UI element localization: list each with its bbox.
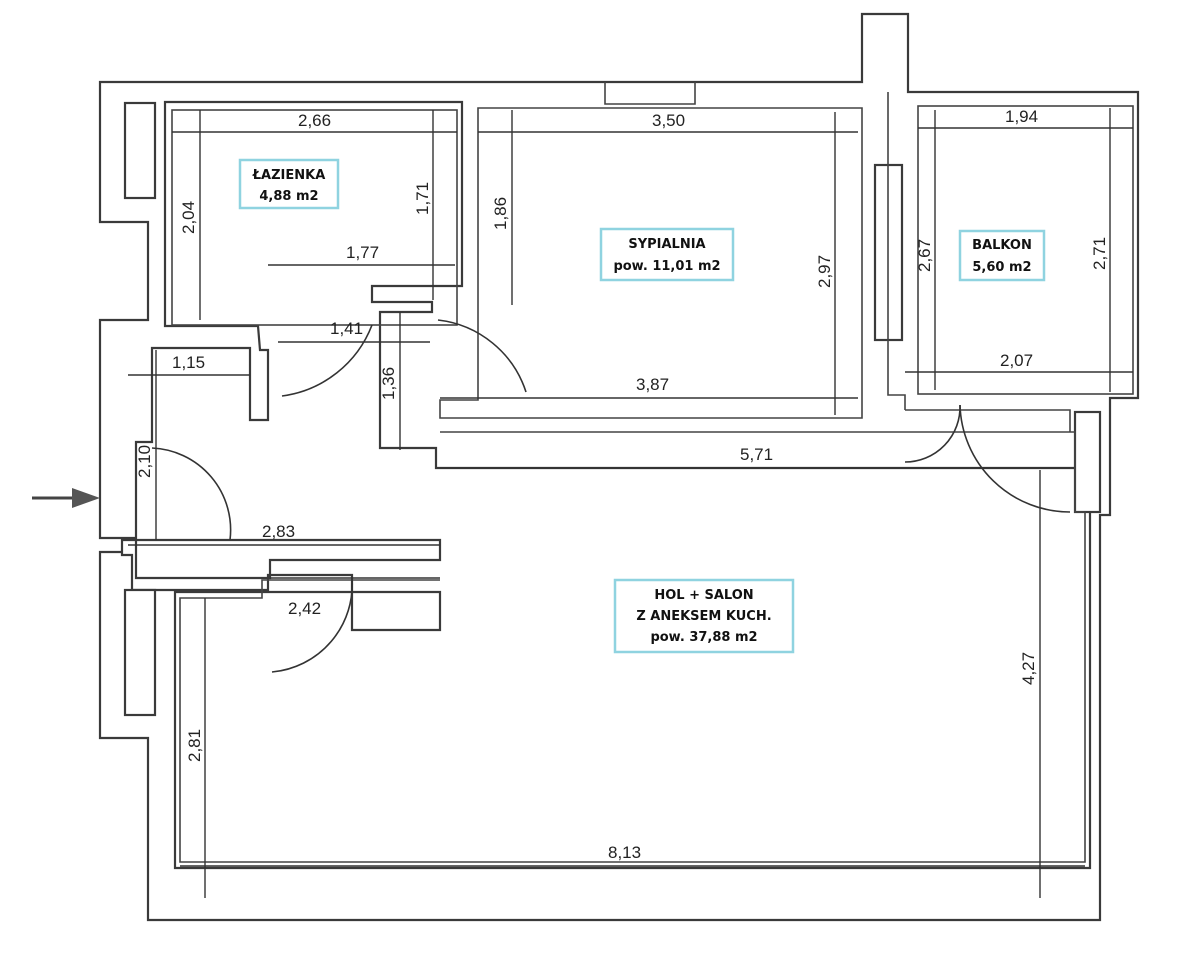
dim-hall-top: 1,15 bbox=[172, 353, 205, 372]
dim-living-right: 4,27 bbox=[1019, 652, 1038, 685]
bedroom-area: pow. 11,01 m2 bbox=[613, 259, 720, 274]
dim-closet: 2,42 bbox=[288, 599, 321, 618]
dimension-lines bbox=[128, 108, 1133, 898]
entrance-arrow-icon bbox=[32, 488, 100, 508]
dim-bath-inner: 1,77 bbox=[346, 243, 379, 262]
dim-bed-bottom: 3,87 bbox=[636, 375, 669, 394]
dim-bed-width: 3,50 bbox=[652, 111, 685, 130]
dim-living-left: 2,81 bbox=[185, 729, 204, 762]
dim-bed-right: 2,97 bbox=[815, 255, 834, 288]
dim-entry: 2,10 bbox=[135, 445, 154, 478]
dim-living-top: 5,71 bbox=[740, 445, 773, 464]
closet-door bbox=[271, 577, 354, 673]
room-label-bedroom: SYPIALNIA pow. 11,01 m2 bbox=[599, 227, 735, 282]
dim-bed-left: 1,86 bbox=[491, 197, 510, 230]
dim-hall-width: 2,83 bbox=[262, 522, 295, 541]
room-label-living: HOL + SALON Z ANEKSEM KUCH. pow. 37,88 m… bbox=[613, 578, 795, 654]
dim-door-gap: 1,41 bbox=[330, 319, 363, 338]
dim-corridor: 1,36 bbox=[379, 367, 398, 400]
balcony-name: BALKON bbox=[972, 238, 1032, 253]
bathroom-name: ŁAZIENKA bbox=[252, 168, 326, 183]
room-label-balcony: BALKON 5,60 m2 bbox=[958, 229, 1046, 282]
dim-bath-height: 2,04 bbox=[179, 201, 198, 234]
living-line2: Z ANEKSEM KUCH. bbox=[636, 609, 771, 624]
doors bbox=[151, 319, 1071, 673]
dim-living-bottom: 8,13 bbox=[608, 843, 641, 862]
balcony-area: 5,60 m2 bbox=[972, 260, 1031, 275]
bedroom-door bbox=[437, 319, 527, 393]
dimension-labels: 2,66 2,04 1,71 1,77 1,41 3,50 1,86 2,97 … bbox=[135, 107, 1109, 862]
dim-balc-bottom: 2,07 bbox=[1000, 351, 1033, 370]
dim-bath-right: 1,71 bbox=[413, 182, 432, 215]
living-line1: HOL + SALON bbox=[654, 588, 753, 603]
balcony-door-2 bbox=[959, 404, 1071, 513]
outer-walls bbox=[98, 12, 1140, 922]
entrance-door bbox=[151, 447, 232, 541]
bathroom-area: 4,88 m2 bbox=[259, 189, 318, 204]
bathroom-door bbox=[281, 324, 373, 397]
room-label-bathroom: ŁAZIENKA 4,88 m2 bbox=[238, 158, 340, 210]
balcony-door bbox=[904, 404, 961, 463]
living-area: pow. 37,88 m2 bbox=[650, 630, 757, 645]
bedroom-name: SYPIALNIA bbox=[628, 237, 705, 252]
dim-bath-width: 2,66 bbox=[298, 111, 331, 130]
dim-balc-width: 1,94 bbox=[1005, 107, 1038, 126]
dim-balc-left: 2,67 bbox=[915, 239, 934, 272]
room-outlines bbox=[171, 82, 1134, 863]
dim-balc-right: 2,71 bbox=[1090, 237, 1109, 270]
